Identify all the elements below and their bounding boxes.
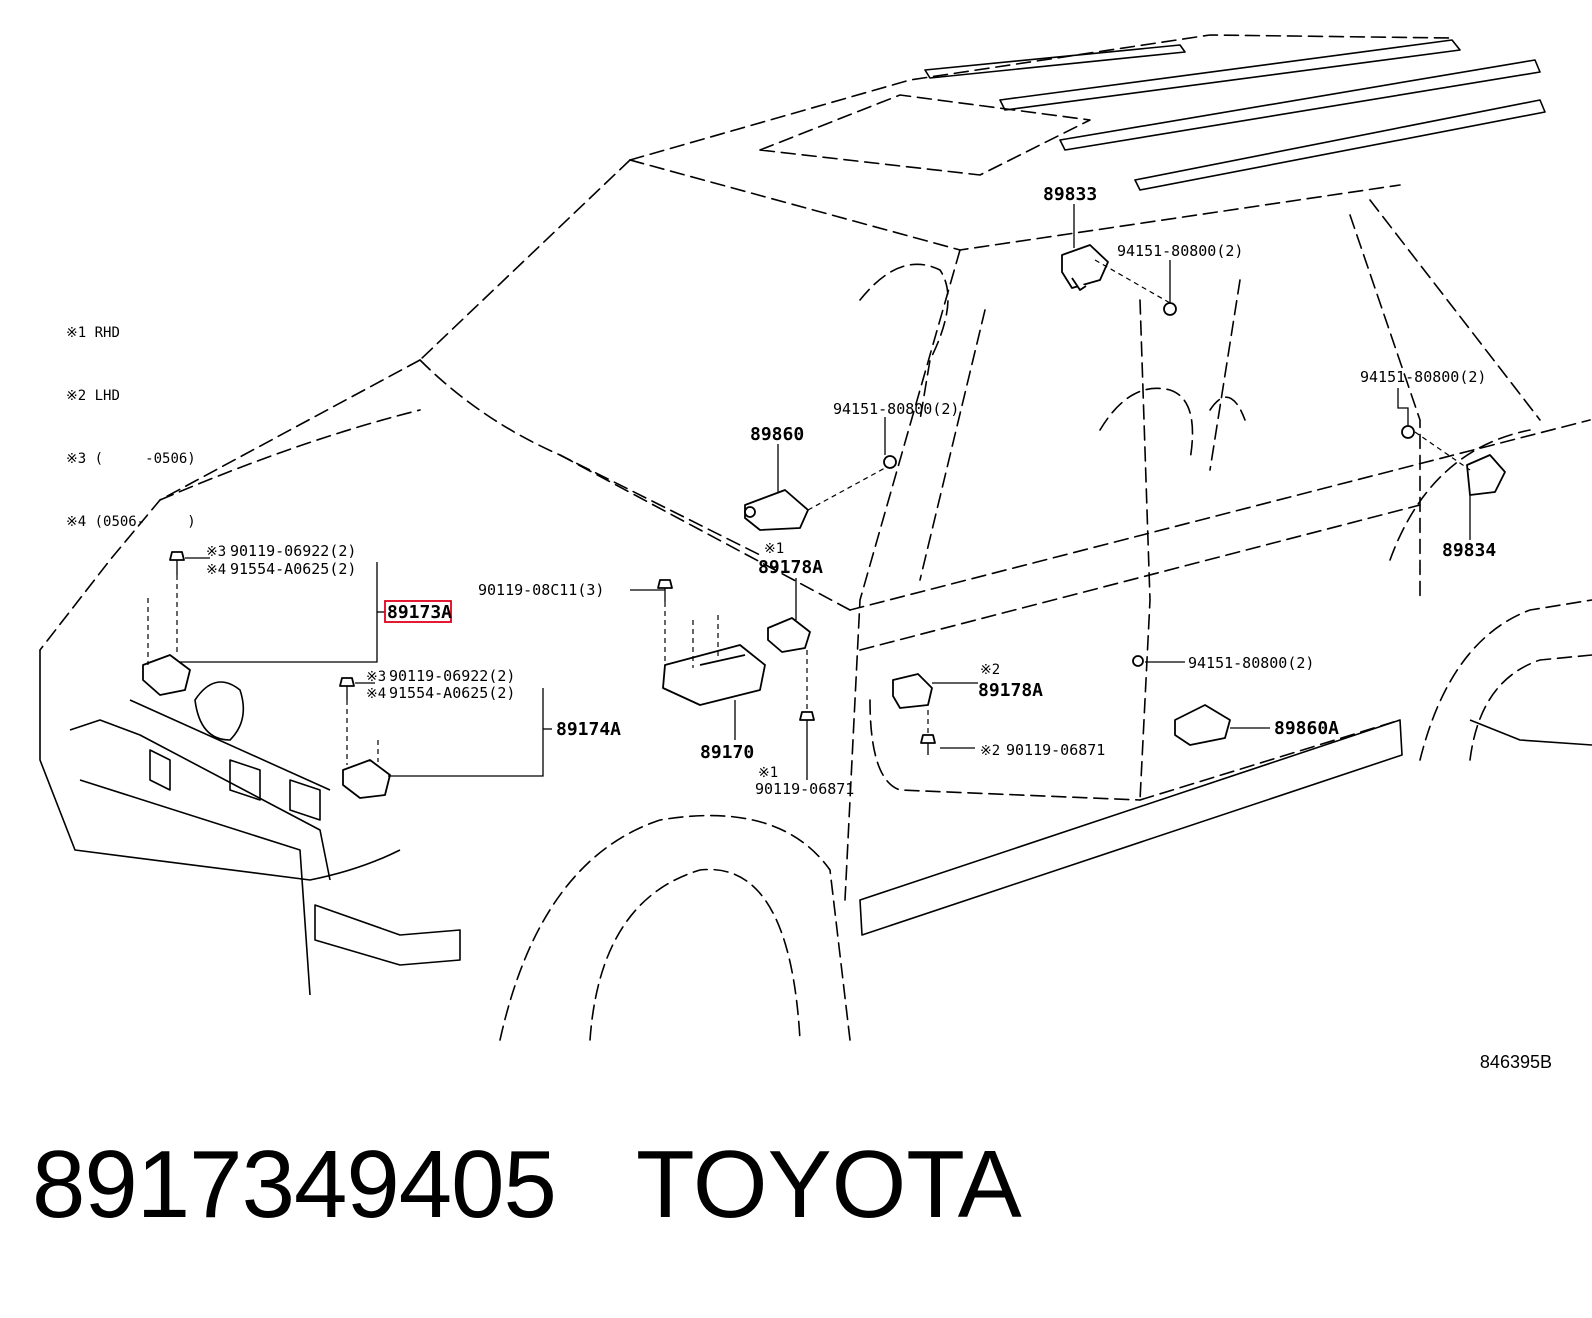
callout-94151-mid[interactable]: 94151-80800(2) bbox=[833, 400, 959, 418]
callout-94151-top[interactable]: 94151-80800(2) bbox=[1117, 242, 1243, 260]
callout-90119-06871-lhd[interactable]: 90119-06871 bbox=[1006, 741, 1105, 759]
note-rhd-89178A: ※1 bbox=[764, 541, 784, 557]
note-4-lower: ※4 bbox=[366, 686, 386, 702]
part-89860-sensor[interactable] bbox=[744, 489, 809, 531]
callout-90119-06871-rhd[interactable]: 90119-06871 bbox=[755, 780, 854, 798]
bolt-icons bbox=[169, 302, 1415, 755]
callout-89860[interactable]: 89860 bbox=[750, 424, 804, 445]
legend-notes: ※1 RHD ※2 LHD ※3 ( -0506) ※4 (0506- ) bbox=[66, 281, 196, 575]
callout-89834[interactable]: 89834 bbox=[1442, 540, 1496, 561]
diagram-reference-code: 846395B bbox=[1479, 1052, 1552, 1072]
brand-name: TOYOTA bbox=[636, 1131, 1022, 1238]
callout-91554-A0625-lower[interactable]: 91554-A0625(2) bbox=[389, 684, 515, 702]
legend-item: ※3 ( -0506) bbox=[66, 451, 196, 467]
callout-89170[interactable]: 89170 bbox=[700, 742, 754, 763]
part-89173A-sensor[interactable] bbox=[142, 654, 191, 696]
part-89170-ecu[interactable] bbox=[662, 644, 766, 706]
part-89834-sensor[interactable] bbox=[1466, 454, 1506, 496]
part-89174A-sensor[interactable] bbox=[342, 759, 391, 799]
note-4-upper: ※4 bbox=[206, 562, 226, 578]
note-lhd-bolt: ※2 bbox=[980, 743, 1000, 759]
legend-item: ※1 RHD bbox=[66, 325, 120, 341]
part-number-title: 8917349405 bbox=[32, 1131, 557, 1238]
callout-89173A[interactable]: 89173A bbox=[387, 602, 452, 623]
part-89833-sensor[interactable] bbox=[1061, 244, 1109, 291]
legend-item: ※2 LHD bbox=[66, 388, 120, 404]
legend-item: ※4 (0506- ) bbox=[66, 514, 196, 530]
part-89178A-lower-sensor[interactable] bbox=[892, 673, 933, 709]
callout-89178A-lower[interactable]: 89178A bbox=[978, 680, 1043, 701]
note-lhd-89178A: ※2 bbox=[980, 662, 1000, 678]
callout-89860A[interactable]: 89860A bbox=[1274, 718, 1339, 739]
note-rhd-bolt: ※1 bbox=[758, 765, 778, 781]
note-3-lower: ※3 bbox=[366, 669, 386, 685]
callout-89833[interactable]: 89833 bbox=[1043, 184, 1097, 205]
part-89178A-upper-sensor[interactable] bbox=[767, 617, 811, 653]
callout-94151-right[interactable]: 94151-80800(2) bbox=[1360, 368, 1486, 386]
callout-89174A[interactable]: 89174A bbox=[556, 719, 621, 740]
callout-91554-A0625-upper[interactable]: 91554-A0625(2) bbox=[230, 560, 356, 578]
callout-90119-08C11[interactable]: 90119-08C11(3) bbox=[478, 581, 604, 599]
callout-90119-06922-lower[interactable]: 90119-06922(2) bbox=[389, 667, 515, 685]
leader-lines bbox=[147, 204, 1471, 780]
vehicle-outline bbox=[39, 34, 1592, 1041]
note-3-upper: ※3 bbox=[206, 544, 226, 560]
callout-90119-06922-upper[interactable]: 90119-06922(2) bbox=[230, 542, 356, 560]
highlight-box-89173A bbox=[384, 600, 452, 623]
callout-89178A-upper[interactable]: 89178A bbox=[758, 557, 823, 578]
callout-94151-bottom[interactable]: 94151-80800(2) bbox=[1188, 654, 1314, 672]
part-89860A-sensor[interactable] bbox=[1174, 704, 1231, 746]
parts-diagram: 89833 94151-80800(2) 94151-80800(2) 9415… bbox=[39, 34, 1592, 1041]
